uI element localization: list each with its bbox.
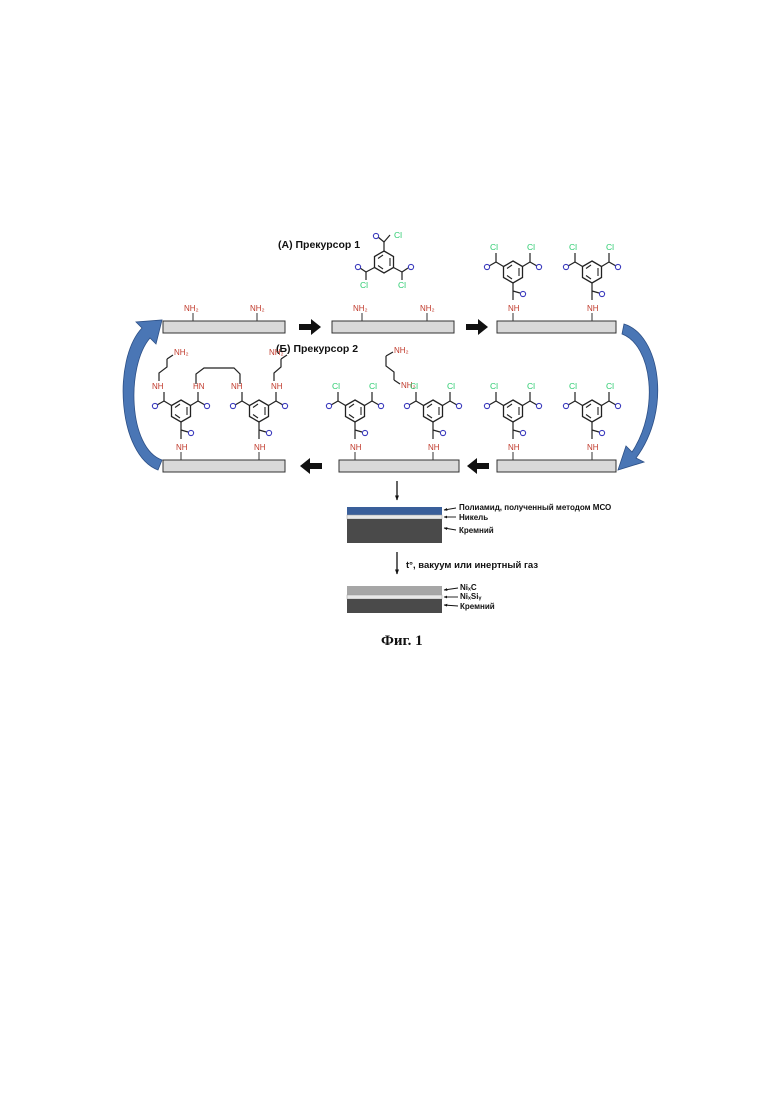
- process-arrow-left-1: [467, 458, 489, 474]
- nickel-layer: [347, 515, 442, 519]
- figure-caption: Фиг. 1: [381, 633, 423, 649]
- svg-text:Cl: Cl: [490, 381, 498, 391]
- nickel-label: Никель: [459, 513, 488, 522]
- svg-text:Cl: Cl: [410, 381, 418, 391]
- ni-si-layer: [347, 595, 442, 599]
- ni-si-label: NiₓSiᵧ: [460, 592, 481, 601]
- layer-stack-after: [347, 586, 442, 613]
- polyamide-layer: [347, 507, 442, 515]
- svg-text:HN: HN: [193, 382, 205, 391]
- svg-text:NH: NH: [152, 382, 164, 391]
- layer-stack-before: [347, 507, 442, 543]
- svg-text:Cl: Cl: [369, 381, 377, 391]
- precursor-1-molecule: Cl Cl Cl: [355, 230, 413, 290]
- precursor-a-label: (А) Прекурсор 1: [278, 239, 360, 251]
- svg-text:NH: NH: [587, 443, 599, 452]
- svg-text:NH₂: NH₂: [174, 348, 189, 357]
- svg-text:Cl: Cl: [606, 242, 614, 252]
- svg-text:NH: NH: [254, 443, 266, 452]
- svg-text:NH₂: NH₂: [269, 348, 284, 357]
- svg-text:NH₂: NH₂: [394, 346, 409, 355]
- silicon-label-after: Кремний: [460, 602, 495, 611]
- svg-text:Cl: Cl: [394, 230, 402, 240]
- svg-text:NH: NH: [428, 443, 440, 452]
- substrate-1-amine: NH₂ NH₂: [163, 304, 285, 333]
- process-arrow-right-1: [299, 319, 321, 335]
- ni-c-label: NiₓC: [460, 583, 477, 592]
- svg-text:NH: NH: [231, 382, 243, 391]
- svg-text:NH₂: NH₂: [353, 304, 368, 313]
- svg-text:NH: NH: [508, 443, 520, 452]
- precursor-b-label: (Б) Прекурсор 2: [276, 343, 358, 355]
- svg-text:Cl: Cl: [490, 242, 498, 252]
- svg-text:NH: NH: [587, 304, 599, 313]
- svg-text:Cl: Cl: [332, 381, 340, 391]
- svg-text:NH₂: NH₂: [250, 304, 265, 313]
- process-arrow-left-2: [300, 458, 322, 474]
- layer-pointers-after: [444, 588, 458, 606]
- substrate-3-acyl-chloride: NH NH Cl Cl: [484, 242, 620, 333]
- svg-text:NH: NH: [508, 304, 520, 313]
- substrate-2-amine: NH₂ NH₂: [332, 304, 454, 333]
- ni-c-layer: [347, 586, 442, 595]
- svg-text:Cl: Cl: [398, 280, 406, 290]
- curved-arrow-right: [618, 324, 658, 470]
- svg-text:NH₂: NH₂: [420, 304, 435, 313]
- substrate-4-acyl-chloride: NH NH Cl Cl Cl: [484, 381, 620, 472]
- svg-text:Cl: Cl: [447, 381, 455, 391]
- svg-text:Cl: Cl: [360, 280, 368, 290]
- svg-text:NH: NH: [271, 382, 283, 391]
- svg-text:NH: NH: [176, 443, 188, 452]
- substrate-6-polyamide: NH NH NH HN NH₂: [152, 348, 288, 472]
- substrate-5-acyl-chloride: NH NH Cl Cl Cl: [326, 381, 461, 472]
- silicon-label: Кремний: [459, 526, 494, 535]
- process-arrow-right-2: [466, 319, 488, 335]
- curved-arrow-left: [123, 320, 162, 470]
- silicon-layer: [347, 519, 442, 543]
- svg-text:Cl: Cl: [527, 381, 535, 391]
- svg-text:NH₂: NH₂: [184, 304, 199, 313]
- polyamide-label: Полиамид, полученный методом МСО: [459, 503, 611, 512]
- svg-text:Cl: Cl: [606, 381, 614, 391]
- svg-text:Cl: Cl: [569, 381, 577, 391]
- svg-text:Cl: Cl: [569, 242, 577, 252]
- layer-pointers-before: [444, 508, 456, 530]
- svg-text:NH: NH: [350, 443, 362, 452]
- silicon-layer-after: [347, 599, 442, 613]
- svg-text:Cl: Cl: [527, 242, 535, 252]
- process-conditions-label: t°, вакуум или инертный газ: [406, 560, 538, 571]
